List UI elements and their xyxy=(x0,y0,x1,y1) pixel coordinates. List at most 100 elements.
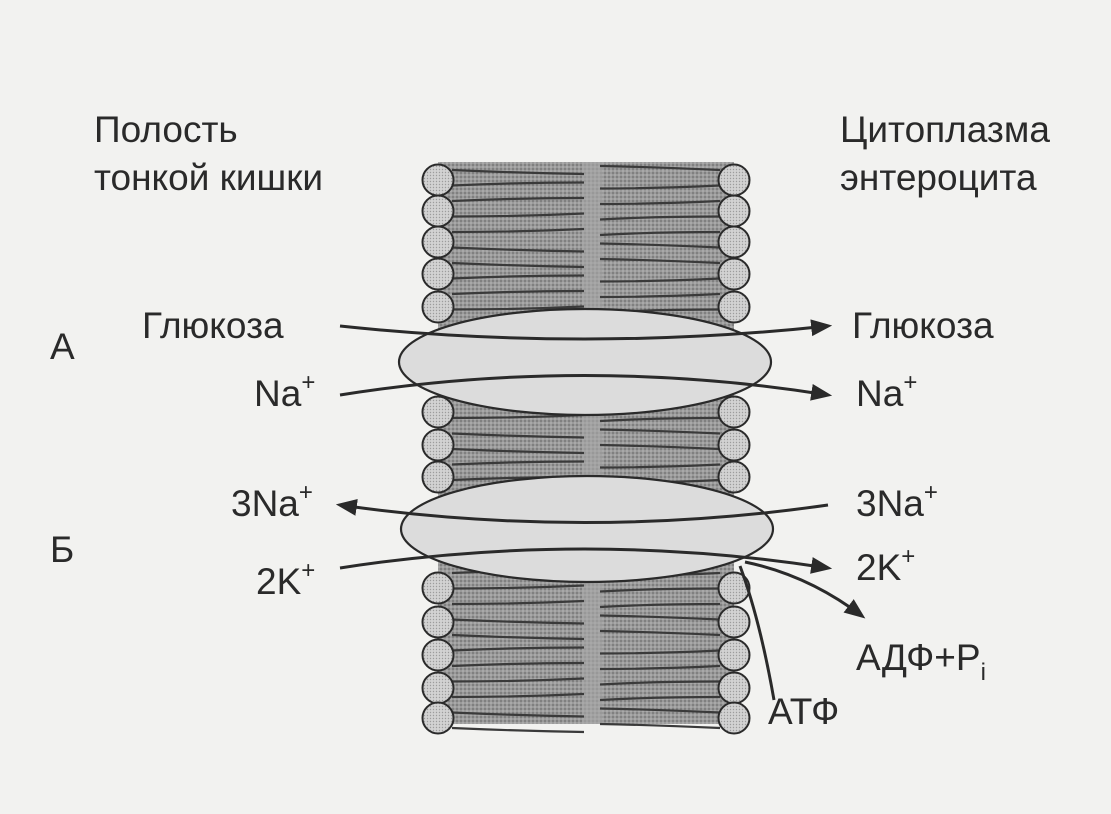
phospholipid-head xyxy=(717,395,751,429)
row-b-label: Б xyxy=(50,529,75,570)
na3-right-charge: + xyxy=(923,479,938,506)
lipid-tail xyxy=(599,164,721,172)
lipid-tail xyxy=(451,246,585,253)
lipid-tail xyxy=(599,242,721,249)
phospholipid-head xyxy=(717,460,751,494)
phospholipid-head xyxy=(717,225,751,259)
na-right-label: Na+ xyxy=(856,369,918,416)
phospholipid-head xyxy=(421,701,455,735)
lipid-tail xyxy=(451,633,585,641)
lipid-tail xyxy=(451,661,585,668)
lipid-tail xyxy=(599,707,721,714)
symporter-protein xyxy=(397,307,773,417)
na-left-charge: + xyxy=(301,369,316,396)
lipid-tail xyxy=(599,215,721,221)
lipid-tail xyxy=(451,305,585,311)
phospholipid-heads xyxy=(421,163,751,735)
lipid-tail xyxy=(599,649,721,655)
phospholipid-head xyxy=(717,671,751,705)
phospholipid-head xyxy=(421,225,455,259)
pi-subscript: i xyxy=(980,659,986,686)
lipid-tail xyxy=(599,587,721,593)
lipid-tail xyxy=(599,463,721,469)
lipid-tail xyxy=(451,447,585,455)
na-symport-arrow xyxy=(339,374,833,401)
phospholipid-head xyxy=(717,290,751,324)
lipid-tail xyxy=(599,722,721,730)
k2-left-label: 2K+ xyxy=(256,557,316,604)
phospholipid-head xyxy=(421,194,455,228)
na-right-text: Na xyxy=(856,373,904,414)
lipid-tail xyxy=(451,289,585,296)
lipid-tail xyxy=(599,664,721,671)
phospholipid-head xyxy=(717,428,751,462)
lipid-tail xyxy=(599,443,721,451)
adp-pi-label: АДФ+Pi xyxy=(856,636,986,685)
lipid-tail xyxy=(451,646,585,652)
k2-left-charge: + xyxy=(301,557,316,584)
na3-right-text: 3Na xyxy=(856,483,924,524)
k2-influx-arrow xyxy=(339,547,833,574)
phospholipid-head xyxy=(421,460,455,494)
na3-right-label: 3Na+ xyxy=(856,479,938,526)
lipid-tail xyxy=(451,168,585,176)
lipid-tail xyxy=(451,618,585,625)
phospholipid-head xyxy=(421,571,455,605)
phospholipid-head xyxy=(717,194,751,228)
atp-label: АТФ xyxy=(768,691,840,732)
phospholipid-head xyxy=(421,638,455,672)
adp-arrow xyxy=(744,560,866,619)
phospholipid-head xyxy=(717,605,751,639)
lipid-tail xyxy=(451,711,585,718)
lumen-label-line2: тонкой кишки xyxy=(94,157,324,198)
phospholipid-head xyxy=(421,428,455,462)
lipid-tail xyxy=(599,257,721,265)
lipid-tail xyxy=(599,199,721,206)
lipid-tail xyxy=(599,614,721,621)
glucose-arrow xyxy=(339,319,833,341)
lipid-tail xyxy=(599,602,721,609)
lumen-label-line1: Полость xyxy=(94,109,238,150)
lipid-tail xyxy=(599,230,721,237)
phospholipid-head xyxy=(421,257,455,291)
lipid-tail xyxy=(451,599,585,606)
glucose-left-label: Глюкоза xyxy=(142,305,284,346)
lipid-tail xyxy=(451,460,585,466)
lipid-tail xyxy=(599,277,721,283)
k2-right-label: 2K+ xyxy=(856,543,916,590)
na-right-charge: + xyxy=(903,369,918,396)
na-left-text: Na xyxy=(254,373,302,414)
k2-left-text: 2K xyxy=(256,561,302,602)
na3-left-charge: + xyxy=(298,479,313,506)
phospholipid-head xyxy=(717,163,751,197)
phospholipid-head xyxy=(421,163,455,197)
phospholipid-head xyxy=(421,290,455,324)
phospholipid-head xyxy=(421,395,455,429)
lumen-label: Полость тонкой кишки xyxy=(94,106,323,202)
lipid-tail xyxy=(599,184,721,190)
phospholipid-head xyxy=(717,701,751,735)
lipid-tail xyxy=(451,432,585,439)
lipid-tail xyxy=(451,196,585,203)
phospholipid-head xyxy=(717,638,751,672)
na3-left-text: 3Na xyxy=(231,483,299,524)
lipid-tail xyxy=(599,416,721,423)
k2-right-charge: + xyxy=(901,543,916,570)
lipid-tail xyxy=(451,181,585,187)
atp-line xyxy=(738,565,776,701)
lipid-tail xyxy=(451,726,585,734)
lipid-tail xyxy=(599,695,721,702)
na3-efflux-arrow xyxy=(335,499,829,524)
lipid-tail xyxy=(451,227,585,234)
na-left-label: Na+ xyxy=(254,369,316,416)
lipid-tail xyxy=(599,428,721,435)
cytoplasm-label-line2: энтероцита xyxy=(840,157,1037,198)
lipid-tail xyxy=(451,677,585,683)
na-k-pump-protein xyxy=(399,474,775,584)
lipid-tail xyxy=(451,274,585,280)
lipid-tail xyxy=(451,212,585,218)
cytoplasm-label-line1: Цитоплазма xyxy=(840,109,1050,150)
cytoplasm-label: Цитоплазма энтероцита xyxy=(840,106,1050,202)
k2-right-text: 2K xyxy=(856,547,902,588)
